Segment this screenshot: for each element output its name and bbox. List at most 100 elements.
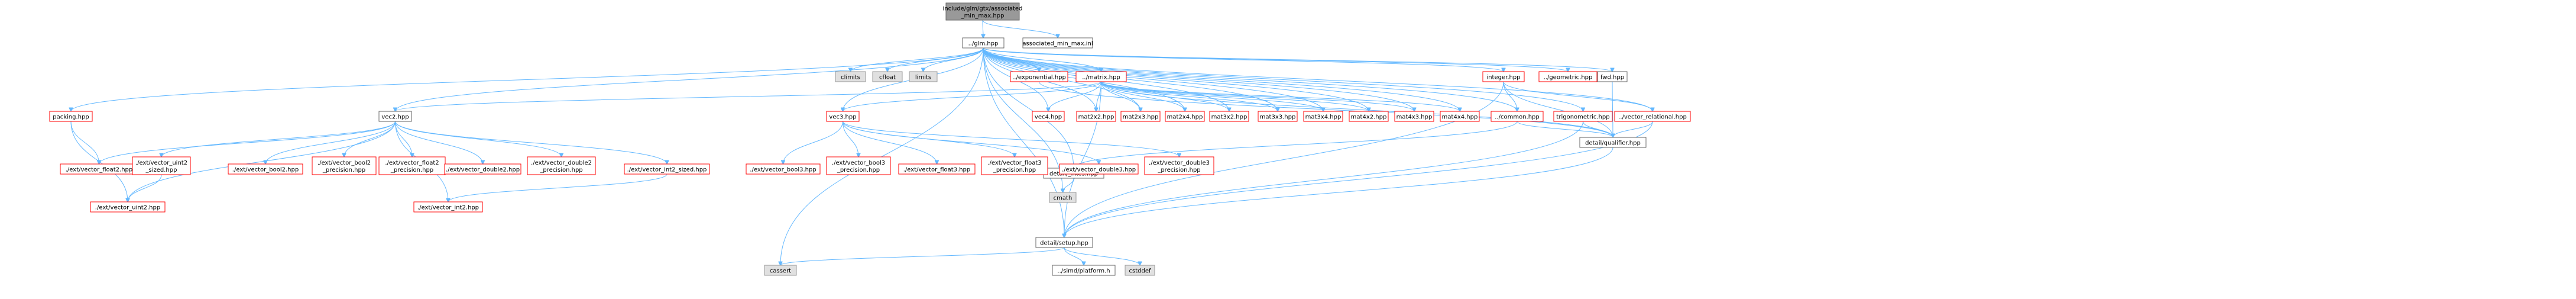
node-vec2[interactable]: vec2.hpp <box>378 111 412 122</box>
node-qualifier[interactable]: detail/qualifier.hpp <box>1579 137 1647 148</box>
node-vf3p[interactable]: ./ext/vector_float3_precision.hpp <box>981 156 1048 175</box>
node-label: ./ext/vector_bool2 <box>317 160 371 166</box>
node-label: include/glm/gtx/associated <box>943 6 1023 12</box>
node-mat4x3[interactable]: mat4x3.hpp <box>1394 111 1434 122</box>
node-label: ./ext/vector_float3.hpp <box>903 167 971 173</box>
node-box <box>1022 37 1093 49</box>
edge-glm-to-mat4x3 <box>983 47 1414 111</box>
node-mat2x2[interactable]: mat2x2.hpp <box>1076 111 1116 122</box>
node-exponential[interactable]: ../exponential.hpp <box>1010 71 1068 82</box>
node-inl[interactable]: associated_min_max.inl <box>1022 37 1093 49</box>
node-vu2[interactable]: ./ext/vector_uint2.hpp <box>90 201 166 213</box>
node-vb3[interactable]: ./ext/vector_bool3.hpp <box>746 163 821 175</box>
node-label: vec3.hpp <box>829 114 856 121</box>
node-vec3[interactable]: vec3.hpp <box>826 111 860 122</box>
node-glm[interactable]: ../glm.hpp <box>962 37 1005 49</box>
node-vd3[interactable]: ./ext/vector_double3.hpp <box>1059 163 1139 175</box>
node-box <box>49 111 93 122</box>
node-label: mat3x2.hpp <box>1211 114 1248 121</box>
node-fwd[interactable]: fwd.hpp <box>1597 71 1628 82</box>
node-label: _precision.hpp <box>539 167 582 173</box>
edge-glm-to-mat4x4 <box>983 47 1460 111</box>
node-integer[interactable]: integer.hpp <box>1482 71 1525 82</box>
edge-fwd-to-qualifier <box>1612 81 1613 137</box>
node-label: ./ext/vector_double3 <box>1149 160 1210 166</box>
edge-vec3-to-vb3p <box>843 121 859 157</box>
node-trig[interactable]: trigonometric.hpp <box>1553 111 1613 122</box>
node-vb2[interactable]: ./ext/vector_bool2.hpp <box>228 163 303 175</box>
node-vi2[interactable]: ./ext/vector_int2.hpp <box>413 201 483 213</box>
edge-common-to-qualifier <box>1517 121 1613 137</box>
node-box <box>1538 71 1598 82</box>
node-box <box>1349 111 1389 122</box>
node-vd2p[interactable]: ./ext/vector_double2_precision.hpp <box>527 156 596 175</box>
node-geometric[interactable]: ../geometric.hpp <box>1538 71 1598 82</box>
node-limits: limits <box>909 71 938 82</box>
node-box <box>1209 111 1249 122</box>
edge-glm-to-vec2 <box>396 47 984 111</box>
edge-vec3-to-vb3 <box>783 121 843 164</box>
node-box <box>962 37 1005 49</box>
node-mat3x4[interactable]: mat3x4.hpp <box>1303 111 1343 122</box>
node-mat3x3[interactable]: mat3x3.hpp <box>1258 111 1298 122</box>
node-vf3[interactable]: ./ext/vector_float3.hpp <box>898 163 976 175</box>
node-box <box>872 71 903 82</box>
node-box <box>1125 265 1155 276</box>
node-mat4x2[interactable]: mat4x2.hpp <box>1349 111 1389 122</box>
node-label: detail/setup.hpp <box>1040 240 1088 247</box>
node-mat2x3[interactable]: mat2x3.hpp <box>1120 111 1161 122</box>
node-common[interactable]: ../common.hpp <box>1490 111 1544 122</box>
node-vec4[interactable]: vec4.hpp <box>1032 111 1065 122</box>
node-label: mat2x2.hpp <box>1078 114 1114 121</box>
edge-matrix-to-mat2x4 <box>1101 81 1185 111</box>
edge-vec3-to-vd3 <box>843 121 1099 164</box>
node-matrix[interactable]: ../matrix.hpp <box>1075 71 1127 82</box>
edge-matrix-to-setup <box>1064 81 1101 237</box>
node-vu2s[interactable]: ./ext/vector_uint2_sized.hpp <box>132 156 191 175</box>
edge-vec3-to-vf3 <box>843 121 937 164</box>
edge-packing-to-vf2 <box>70 121 99 164</box>
node-mat3x2[interactable]: mat3x2.hpp <box>1209 111 1249 122</box>
node-label: _sized.hpp <box>145 167 177 173</box>
edge-vec2-to-vu2s <box>161 121 396 157</box>
node-vecrel[interactable]: ../vector_relational.hpp <box>1614 111 1691 122</box>
node-vd3p[interactable]: ./ext/vector_double3_precision.hpp <box>1144 156 1214 175</box>
node-mat4x4[interactable]: mat4x4.hpp <box>1440 111 1480 122</box>
edge-glm-to-cmath <box>983 47 1063 192</box>
node-setup[interactable]: detail/setup.hpp <box>1035 237 1093 248</box>
node-label: ../vector_relational.hpp <box>1618 114 1687 121</box>
node-mat2x4[interactable]: mat2x4.hpp <box>1165 111 1205 122</box>
edges-layer <box>71 20 1652 265</box>
node-platform[interactable]: ../simd/platform.h <box>1052 265 1116 276</box>
edge-vu2s-to-vu2 <box>128 174 162 202</box>
node-label: ../simd/platform.h <box>1057 268 1110 275</box>
node-vf2p[interactable]: ./ext/vector_float2_precision.hpp <box>378 156 446 175</box>
edge-matrix-to-qualifier <box>1101 81 1613 137</box>
node-box <box>527 156 596 175</box>
node-box <box>378 156 446 175</box>
node-label: ./ext/vector_bool3.hpp <box>750 167 816 173</box>
node-vi2s[interactable]: ./ext/vector_int2_sized.hpp <box>624 163 710 175</box>
edge-glm-to-trig <box>983 47 1583 111</box>
node-box <box>132 156 191 175</box>
node-vd2[interactable]: ./ext/vector_double2.hpp <box>444 163 521 175</box>
node-packing[interactable]: packing.hpp <box>49 111 93 122</box>
node-vf2[interactable]: ./ext/vector_float2.hpp <box>60 163 138 175</box>
edge-glm-to-common <box>983 47 1517 111</box>
node-label: mat2x4.hpp <box>1167 114 1203 121</box>
node-box <box>413 201 483 213</box>
node-box <box>1440 111 1480 122</box>
node-box <box>826 156 891 175</box>
node-label: ../geometric.hpp <box>1544 75 1593 81</box>
node-box <box>1165 111 1205 122</box>
node-root: include/glm/gtx/associated_min_max.hpp <box>943 2 1023 21</box>
node-box <box>1144 156 1214 175</box>
node-box <box>826 111 860 122</box>
node-vb3p[interactable]: ./ext/vector_bool3_precision.hpp <box>826 156 891 175</box>
edge-vec2-to-vi2s <box>395 121 668 164</box>
node-box <box>981 156 1048 175</box>
node-vb2p[interactable]: ./ext/vector_bool2_precision.hpp <box>312 156 377 175</box>
edge-integer-to-common <box>1503 81 1517 111</box>
edge-trig-to-qualifier <box>1583 121 1613 137</box>
node-label: cmath <box>1054 195 1072 202</box>
